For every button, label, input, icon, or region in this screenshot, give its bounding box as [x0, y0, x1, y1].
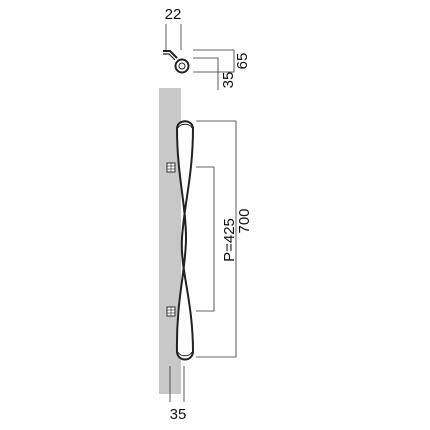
pitch-dimension-line	[196, 166, 215, 312]
plan-depth-dimension-line	[193, 57, 219, 72]
handle-cross-section	[163, 50, 190, 74]
plan-projection-dimension-line	[193, 49, 235, 73]
plan-depth-label: 35	[220, 72, 237, 89]
pitch-label: P=425	[221, 218, 238, 262]
mounting-post-top	[166, 162, 176, 173]
plan-view: 22 65 35	[163, 6, 251, 90]
length-label: 700	[236, 208, 253, 233]
plan-width-label: 22	[165, 6, 182, 23]
door-panel	[159, 88, 181, 394]
handle-top-cap	[177, 123, 193, 129]
handle-bottom-cap	[177, 351, 193, 357]
plan-projection-label: 65	[234, 53, 251, 70]
front-view: 700 P=425 35	[159, 88, 253, 423]
mounting-post-bottom	[166, 306, 176, 317]
length-dimension-line	[196, 120, 237, 358]
handle-bar	[175, 120, 195, 361]
base-width-label: 35	[170, 406, 187, 423]
